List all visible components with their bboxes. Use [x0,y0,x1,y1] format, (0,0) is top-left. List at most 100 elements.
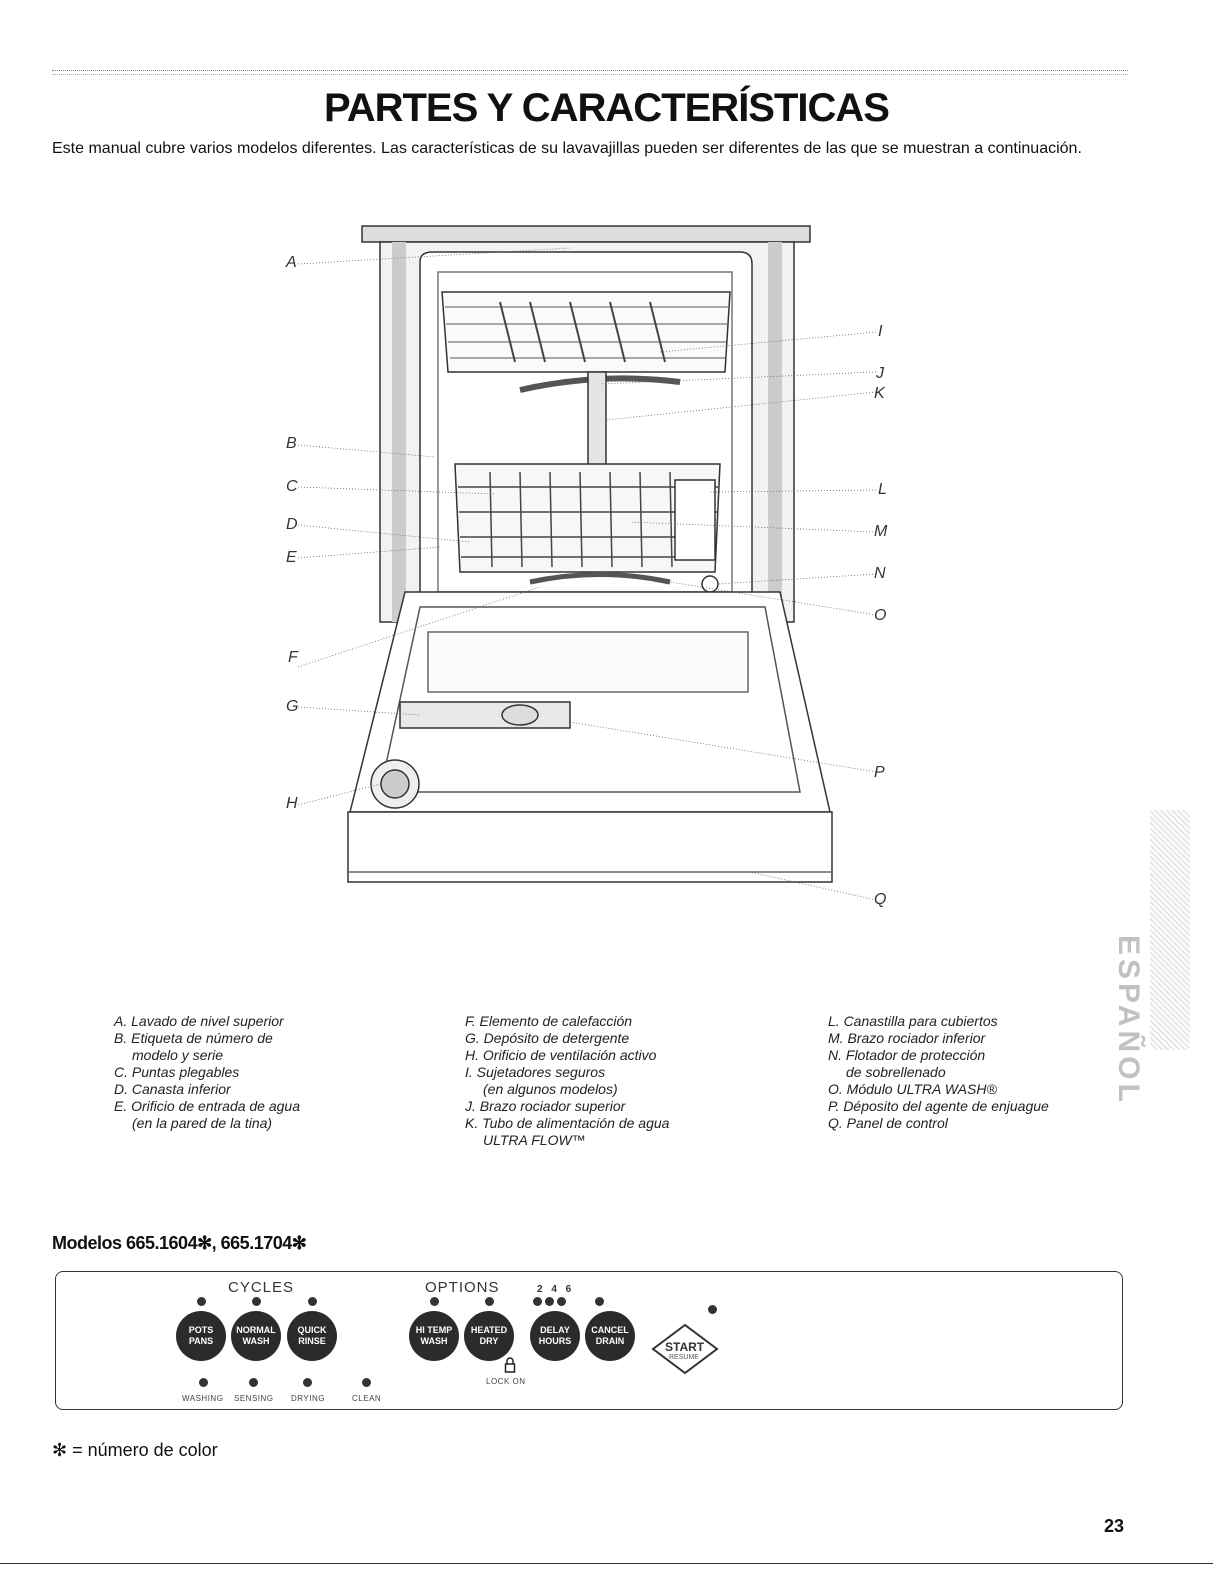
legend-column-3: L. Canastilla para cubiertos M. Brazo ro… [828,1013,1049,1132]
legend-item: O. Módulo ULTRA WASH® [828,1081,997,1097]
callout-k: K [874,385,885,402]
control-panel-illustration: CYCLES OPTIONS 2 4 6 POTS PANS NORMAL WA… [55,1271,1123,1411]
legend-item: C. Puntas plegables [114,1064,240,1080]
callout-a: A [286,254,297,271]
button-label: HEATED [470,1325,508,1335]
heated-dry-button[interactable]: HEATED DRY [464,1311,514,1361]
legend-item: A. Lavado de nivel superior [114,1013,284,1029]
options-label: OPTIONS [425,1279,500,1296]
sensing-label: SENSING [234,1394,274,1403]
language-side-tab-label: ESPAÑOL [1112,935,1145,1106]
lock-on-label: LOCK ON [486,1377,526,1386]
legend-item: de sobrellenado [846,1064,946,1080]
cycle-led [308,1297,317,1306]
legend-item: F. Elemento de calefacción [465,1013,633,1029]
color-number-footnote: ✻ = número de color [52,1440,218,1460]
delay-led-6 [557,1297,566,1306]
legend-item: E. Orificio de entrada de agua [114,1098,301,1114]
resume-label: RESUME [669,1354,699,1361]
legend-column-1: A. Lavado de nivel superior B. Etiqueta … [114,1013,300,1132]
button-label: QUICK [297,1325,327,1335]
normal-wash-button[interactable]: NORMAL WASH [231,1311,281,1361]
hi-temp-wash-button[interactable]: HI TEMP WASH [409,1311,459,1361]
legend-item: (en algunos modelos) [483,1081,618,1097]
callout-l: L [878,481,887,498]
delay-led-4 [545,1297,554,1306]
legend-column-2: F. Elemento de calefacción G. Depósito d… [465,1013,669,1149]
callout-p: P [874,764,885,781]
callout-i: I [878,323,883,340]
button-label: HI TEMP [415,1325,453,1335]
legend-item: G. Depósito de detergente [465,1030,630,1046]
panel-frame [55,1271,1123,1410]
clean-label: CLEAN [352,1394,382,1403]
button-label: DELAY [540,1325,570,1335]
button-label: WASH [242,1336,270,1346]
button-label: CANCEL [591,1325,629,1335]
legend-item: I. Sujetadores seguros [465,1064,606,1080]
legend-item: P. Déposito del agente de enjuague [828,1098,1049,1114]
legend-item: K. Tubo de alimentación de agua [465,1115,670,1131]
legend-item: L. Canastilla para cubiertos [828,1013,998,1029]
button-label: HOURS [538,1336,572,1346]
dishwasher-diagram: A B C D E F G H I J K L M N O P Q [270,212,910,932]
button-label: PANS [188,1336,214,1346]
callout-e: E [286,549,297,566]
diamond-shape [651,1323,719,1375]
cancel-drain-button[interactable]: CANCEL DRAIN [585,1311,635,1361]
delay-led-2 [533,1297,542,1306]
page-title: PARTES Y CARACTERÍSTICAS [324,86,890,130]
button-label: WASH [420,1336,448,1346]
button-label: NORMAL [236,1325,276,1335]
callout-c: C [286,478,298,495]
page-number: 23 [1104,1516,1125,1536]
drying-label: DRYING [291,1394,325,1403]
legend-item: (en la pared de la tina) [132,1115,273,1131]
sensing-led [249,1378,258,1387]
delay-hours-button[interactable]: DELAY HOURS [530,1311,580,1361]
models-heading: Modelos 665.1604✻, 665.1704✻ [52,1233,307,1253]
callout-h: H [286,795,298,812]
legend-item: ULTRA FLOW™ [483,1132,586,1148]
legend-item: modelo y serie [132,1047,224,1063]
legend-item: B. Etiqueta de número de [114,1030,273,1046]
callout-m: M [874,523,888,540]
quick-rinse-button[interactable]: QUICK RINSE [287,1311,337,1361]
legend-item: H. Orificio de ventilación activo [465,1047,657,1063]
delay-hours-numbers: 2 4 6 [537,1284,575,1295]
option-led [485,1297,494,1306]
button-label: DRY [479,1336,499,1346]
dishwasher-illustration [297,225,877,901]
cycle-led [197,1297,206,1306]
callout-f: F [288,649,298,666]
legend-item: M. Brazo rociador inferior [828,1030,986,1046]
language-side-tab [1150,810,1190,1050]
pots-pans-button[interactable]: POTS PANS [176,1311,226,1361]
button-label: POTS [188,1325,214,1335]
cycles-label: CYCLES [228,1279,295,1296]
callout-d: D [286,516,298,533]
start-resume-button[interactable]: START RESUME [645,1321,725,1377]
callout-j: J [876,365,884,382]
lock-icon [504,1357,516,1373]
washing-label: WASHING [182,1394,224,1403]
legend-item: D. Canasta inferior [114,1081,231,1097]
intro-text: Este manual cubre varios modelos diferen… [52,140,1082,157]
start-led [708,1305,717,1314]
callout-o: O [874,607,887,624]
start-label: START [665,1340,705,1354]
callout-n: N [874,565,886,582]
cancel-led [595,1297,604,1306]
drying-led [303,1378,312,1387]
washing-led [199,1378,208,1387]
clean-led [362,1378,371,1387]
button-label: RINSE [298,1336,326,1346]
option-led [430,1297,439,1306]
cycle-led [252,1297,261,1306]
button-label: DRAIN [595,1336,625,1346]
callout-b: B [286,435,297,452]
callout-g: G [286,698,299,715]
legend-item: Q. Panel de control [828,1115,948,1131]
legend-item: N. Flotador de protección [828,1047,986,1063]
top-rule [52,70,1128,75]
